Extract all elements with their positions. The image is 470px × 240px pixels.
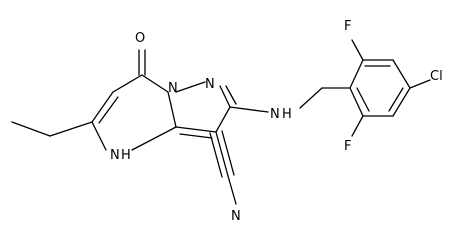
atom-oxygen: O — [135, 31, 145, 46]
atom-ring-n-bridge: N — [168, 81, 178, 96]
atom-nh-amine-h: H — [282, 107, 292, 122]
bond-lines — [11, 39, 431, 205]
molecule-structure: O N N N H N H F F Cl N — [11, 19, 443, 224]
atom-ring-n1: N — [205, 77, 215, 92]
atom-nh-amine-n: N — [270, 107, 280, 122]
atom-nitrile-n: N — [231, 209, 241, 224]
atom-nh-ring-h: H — [121, 148, 131, 163]
atom-nh-ring-n: N — [110, 148, 120, 163]
atom-labels: O N N N H N H F F Cl N — [110, 19, 443, 224]
atom-fluorine-top: F — [344, 19, 351, 34]
atom-chlorine: Cl — [430, 69, 443, 84]
atom-fluorine-bottom: F — [344, 139, 351, 154]
